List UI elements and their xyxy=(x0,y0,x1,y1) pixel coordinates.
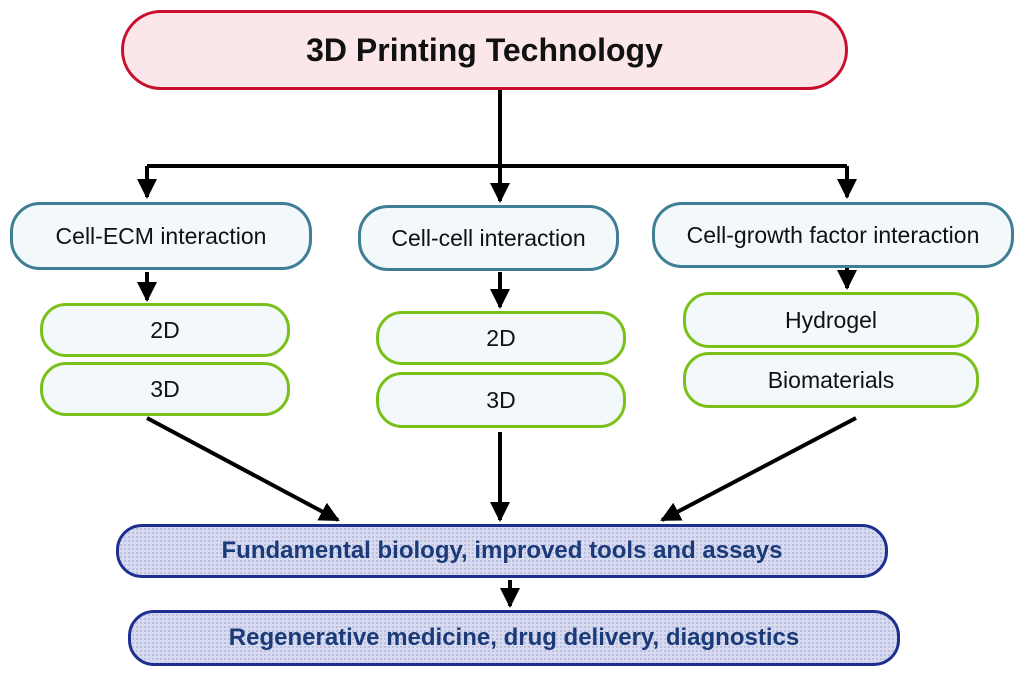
node-cell-ecm-interaction: Cell-ECM interaction xyxy=(10,202,312,270)
node-regenerative-medicine: Regenerative medicine, drug delivery, di… xyxy=(128,610,900,666)
node-cell-3d: 3D xyxy=(376,372,626,428)
node-biomaterials: Biomaterials xyxy=(683,352,979,408)
node-cell-growth-factor-interaction: Cell-growth factor interaction xyxy=(652,202,1014,268)
node-cell-cell-interaction: Cell-cell interaction xyxy=(358,205,619,271)
node-ecm-2d: 2D xyxy=(40,303,290,357)
arrow-ecm-3d-to-outcome xyxy=(146,416,340,522)
node-cell-2d: 2D xyxy=(376,311,626,365)
node-hydrogel: Hydrogel xyxy=(683,292,979,348)
node-ecm-3d: 3D xyxy=(40,362,290,416)
root-node: 3D Printing Technology xyxy=(121,10,848,90)
arrow-biomaterials-to-outcome xyxy=(660,416,857,522)
node-fundamental-biology: Fundamental biology, improved tools and … xyxy=(116,524,888,578)
